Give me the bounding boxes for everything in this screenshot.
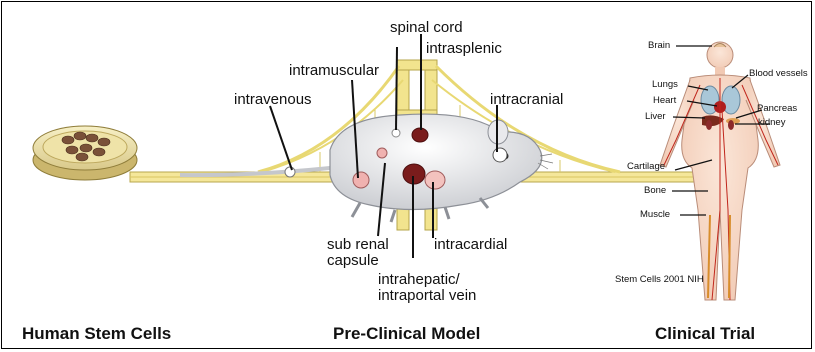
label-pancreas: Pancreas: [757, 104, 797, 114]
label-lungs: Lungs: [652, 80, 678, 90]
label-spinal-cord: spinal cord: [390, 20, 463, 36]
label-muscle: Muscle: [640, 210, 670, 220]
title-clinical-trial: Clinical Trial: [655, 325, 755, 343]
title-pre-clinical-model: Pre-Clinical Model: [333, 325, 480, 343]
credit-text: Stem Cells 2001 NIH: [615, 275, 704, 285]
label-liver: Liver: [645, 112, 666, 122]
label-heart: Heart: [653, 96, 676, 106]
label-sub-renal-capsule: sub renal capsule: [327, 237, 389, 269]
label-intracranial: intracranial: [490, 92, 563, 108]
label-kidney: kidney: [758, 118, 785, 128]
label-intramuscular: intramuscular: [289, 63, 379, 79]
label-blood-vessels: Blood vessels: [749, 69, 808, 79]
label-intravenous: intravenous: [234, 92, 312, 108]
label-brain: Brain: [648, 41, 670, 51]
petri-dish: [33, 126, 137, 180]
label-cartilage: Cartilage: [627, 162, 665, 172]
label-intrahepatic-intraportal-vein: intrahepatic/ intraportal vein: [378, 272, 476, 304]
label-intrasplenic: intrasplenic: [426, 41, 502, 57]
label-bone: Bone: [644, 186, 666, 196]
title-human-stem-cells: Human Stem Cells: [22, 325, 171, 343]
human-body: [660, 42, 780, 300]
label-intracardial: intracardial: [434, 237, 507, 253]
